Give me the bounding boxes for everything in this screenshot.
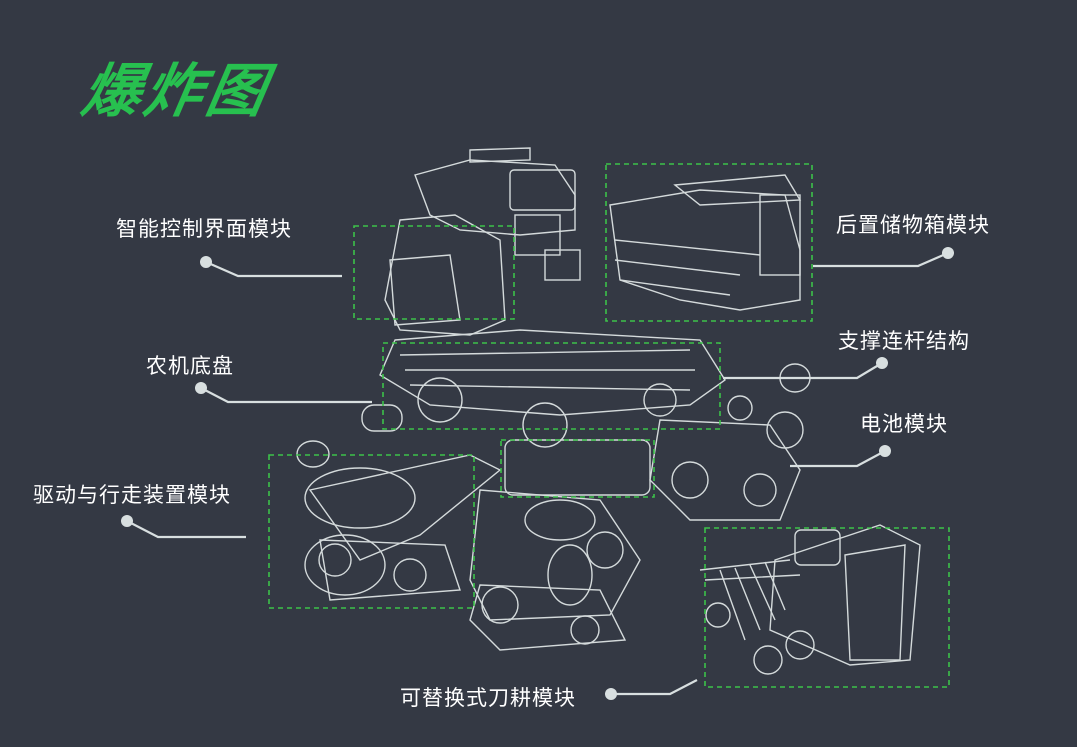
- dot-interface: [200, 256, 212, 268]
- leader-link: [723, 362, 883, 380]
- frame-tiller: [704, 527, 950, 688]
- frame-interface: [353, 225, 515, 320]
- frame-chassis: [382, 342, 721, 430]
- leader-storage: [813, 251, 949, 268]
- leader-lines: [126, 251, 949, 696]
- leader-tiller: [611, 679, 698, 696]
- dot-battery: [879, 445, 891, 457]
- label-storage-module: 后置储物箱模块: [836, 213, 990, 237]
- label-interface-module: 智能控制界面模块: [116, 217, 292, 241]
- label-battery-module: 电池模块: [860, 412, 948, 436]
- frame-storage: [605, 163, 813, 322]
- leader-chassis: [200, 387, 372, 404]
- label-chassis: 农机底盘: [146, 354, 234, 378]
- machine-illustration: [296, 147, 921, 675]
- dot-storage: [942, 247, 954, 259]
- leader-drive: [126, 520, 246, 539]
- module-frames: [268, 163, 950, 688]
- leader-battery: [790, 450, 886, 468]
- frame-battery: [500, 439, 655, 498]
- dot-tiller: [605, 688, 617, 700]
- label-link-structure: 支撑连杆结构: [838, 329, 970, 353]
- dot-link: [876, 357, 888, 369]
- leader-interface: [205, 260, 342, 278]
- dot-chassis: [195, 382, 207, 394]
- leader-dots: [121, 247, 954, 700]
- label-drive-module: 驱动与行走装置模块: [33, 483, 231, 507]
- dot-drive: [121, 515, 133, 527]
- label-tiller-module: 可替换式刀耕模块: [400, 686, 576, 710]
- frame-drive: [268, 454, 475, 609]
